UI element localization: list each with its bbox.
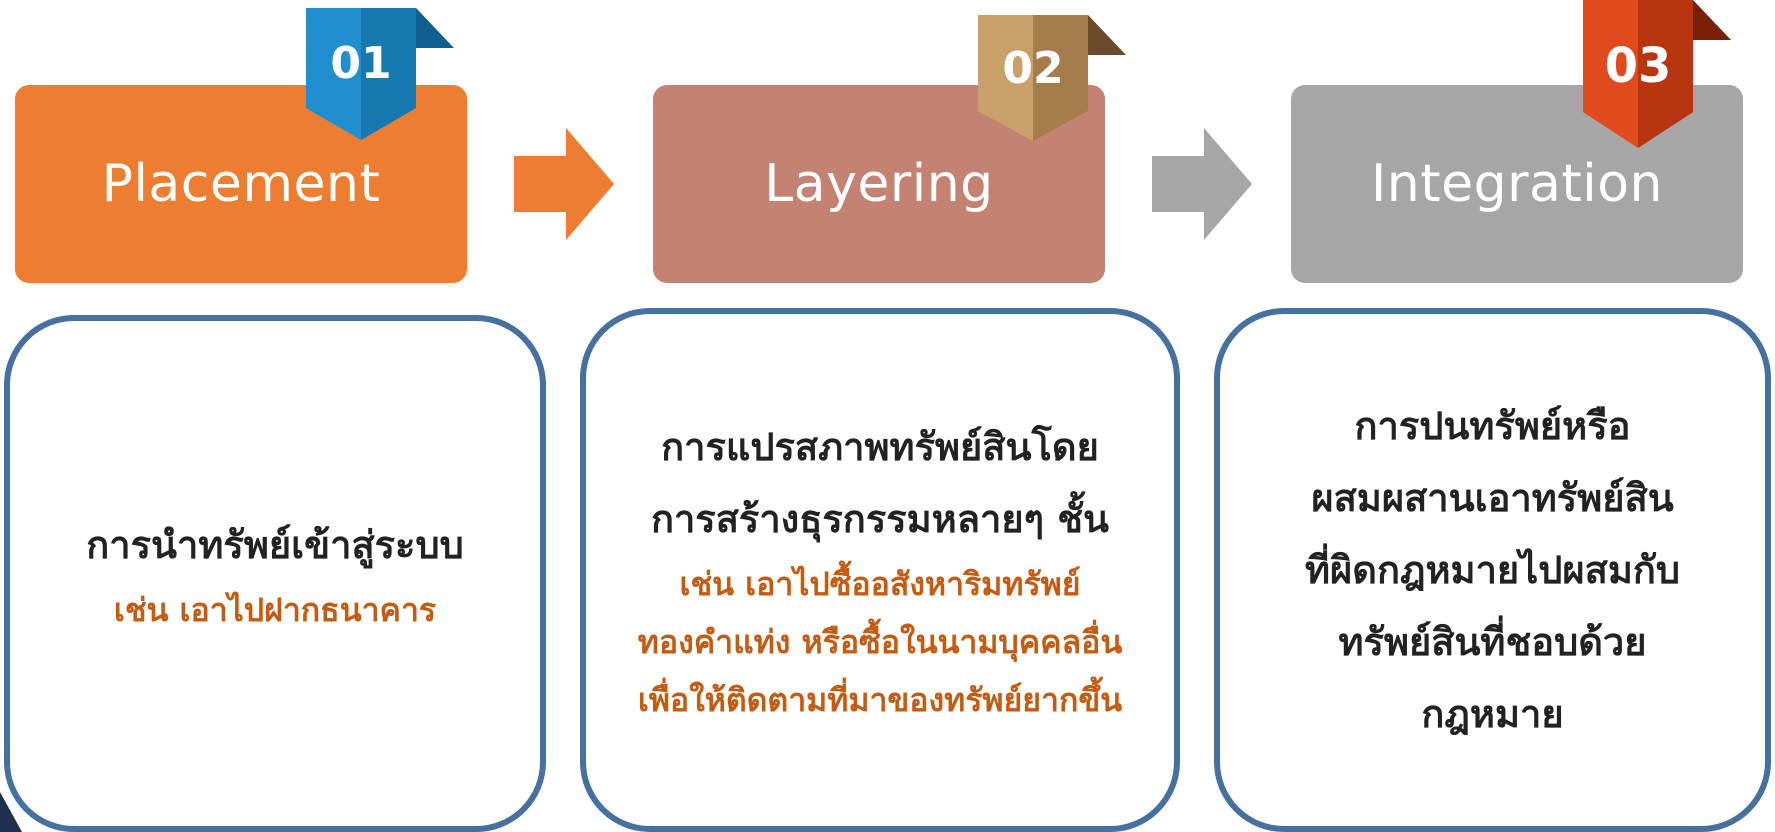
step-1-description: การนำทรัพย์เข้าสู่ระบบ xyxy=(86,522,464,567)
step-1-number-badge: 01 xyxy=(306,8,454,140)
step-2-title: Layering xyxy=(764,154,994,214)
step-3-title: Integration xyxy=(1370,154,1664,214)
arrow-right-icon xyxy=(514,128,614,240)
step-2-example: เช่น เอาไปซื้ออสังหาริมทรัพย์ ทองคำแท่ง … xyxy=(637,565,1123,719)
step-2-description: การแปรสภาพทรัพย์สินโดย การสร้างธุรกรรมหล… xyxy=(650,425,1110,541)
step-2-number-badge: 02 xyxy=(978,15,1126,141)
step-2-number: 02 xyxy=(1002,43,1063,94)
step-1-title: Placement xyxy=(101,154,381,214)
corner-decoration xyxy=(0,792,22,832)
step-3-description: การปนทรัพย์หรือ ผสมผสานเอาทรัพย์สิน ที่ผ… xyxy=(1304,404,1681,736)
step-3-number: 03 xyxy=(1605,38,1672,94)
arrow-right-icon xyxy=(1152,128,1252,240)
step-1-description-box: การนำทรัพย์เข้าสู่ระบบ เช่น เอาไปฝากธนาค… xyxy=(4,315,546,832)
step-2-description-box: การแปรสภาพทรัพย์สินโดย การสร้างธุรกรรมหล… xyxy=(580,308,1180,832)
step-3-description-box: การปนทรัพย์หรือ ผสมผสานเอาทรัพย์สิน ที่ผ… xyxy=(1214,308,1771,832)
step-1-number: 01 xyxy=(330,38,391,89)
step-1-example: เช่น เอาไปฝากธนาคาร xyxy=(113,590,437,629)
step-3-number-badge: 03 xyxy=(1583,0,1733,148)
